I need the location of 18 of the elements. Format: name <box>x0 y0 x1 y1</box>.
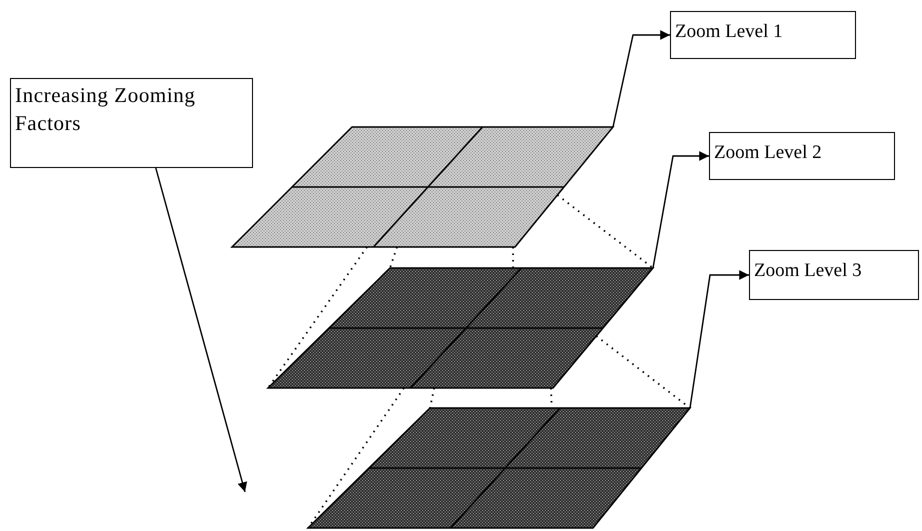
dotted-line <box>556 194 654 269</box>
label-text: Zoom Level 1 <box>675 20 784 44</box>
dotted-line <box>596 335 691 409</box>
arrow <box>652 151 709 268</box>
dotted-line <box>389 246 398 268</box>
label-box <box>670 11 856 59</box>
label-text: Zoom Level 2 <box>714 141 823 165</box>
dotted-line <box>429 388 436 408</box>
label-text: Zoom Level 3 <box>754 259 863 283</box>
arrow <box>612 30 670 128</box>
arrow <box>155 168 248 492</box>
dotted-line <box>267 246 368 389</box>
arrow <box>689 270 749 408</box>
label-box <box>709 132 895 180</box>
label-text: Increasing Zooming Factors <box>15 82 197 138</box>
dotted-line <box>512 247 514 268</box>
label-box <box>10 78 253 168</box>
label-box <box>749 250 919 300</box>
